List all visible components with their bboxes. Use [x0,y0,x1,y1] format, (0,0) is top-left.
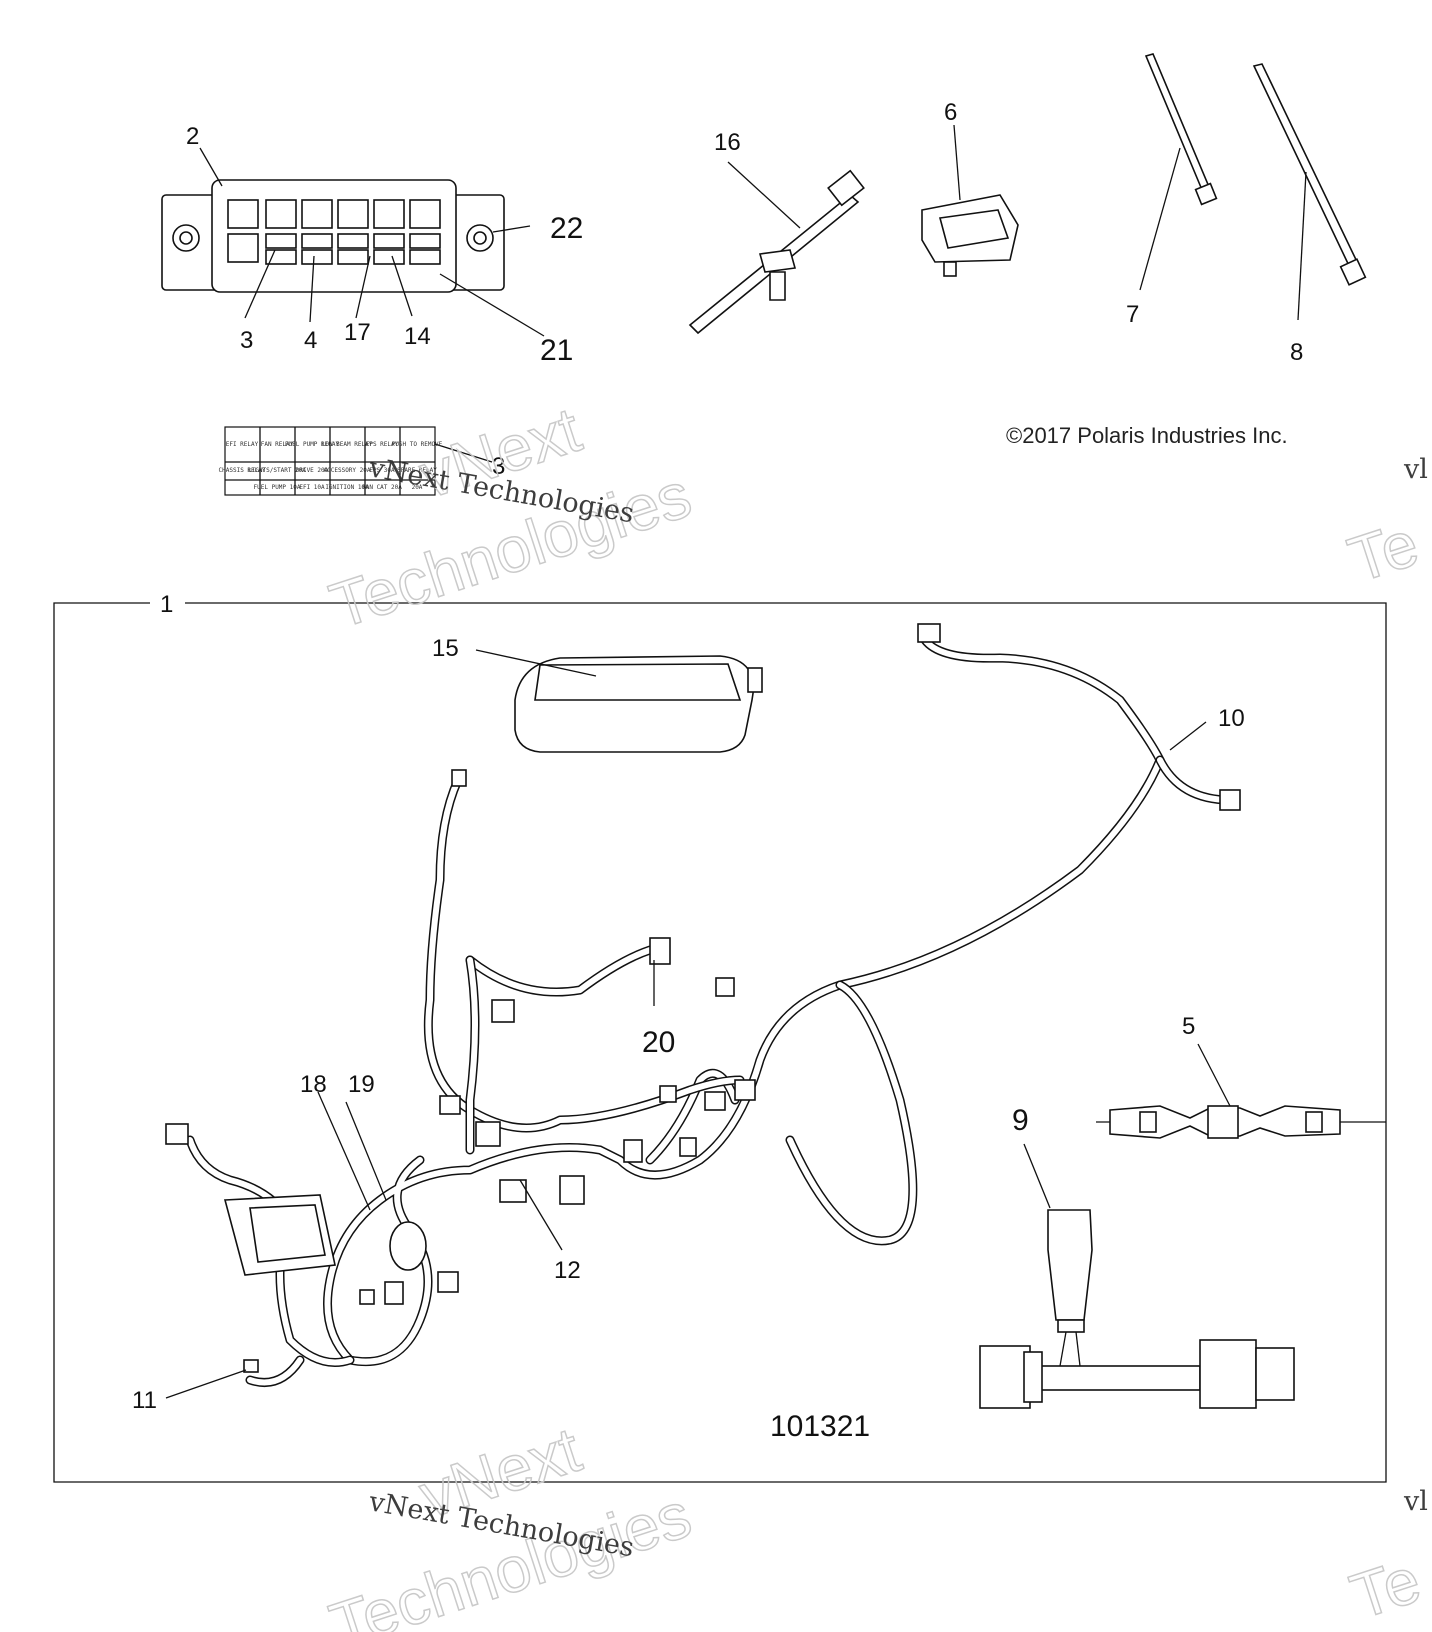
decal-cell: EFI RELAY [226,441,259,448]
decal-cell: SPARE RELAY [397,467,437,474]
callout-labels: 2 22 3 4 17 14 21 3 16 6 7 8 1 15 10 20 … [132,99,1303,1414]
callout-19: 19 [348,1071,375,1098]
callout-10: 10 [1218,705,1245,732]
harness-fuse-box [223,1194,336,1276]
callout-3-decal: 3 [492,453,505,480]
decal-cell: IGNITION 10A [325,484,369,491]
decal-cell: LOW BEAM RELAY [322,441,373,448]
watermark-edge-vl-top: vl [1403,454,1428,485]
adapter-harness-9 [979,1209,1295,1409]
module-15 [475,649,763,753]
decal-cell: FUEL PUMP 10A [254,484,301,491]
decal-cell: 20A [412,484,423,491]
decal-cell: FAN CAT 20A [362,484,402,491]
callout-7: 7 [1126,301,1139,328]
decal-cell: ACCESSORY 20A [324,467,371,474]
leader-lines [165,721,1231,1399]
decal-cell: EFI 10A [299,484,325,491]
diagram-number: 101321 [770,1410,870,1443]
watermark-edge-te-bottom: Te [1342,1544,1429,1632]
watermark-edge-vl-bottom: vl [1403,1486,1428,1517]
fuse-box-assembly [161,147,545,337]
callout-11: 11 [132,1387,157,1414]
callout-4: 4 [304,327,317,354]
decal-cell: FAN RELAY [261,441,294,448]
callout-8: 8 [1290,339,1303,366]
callout-5: 5 [1182,1013,1195,1040]
decal-cell: DRIVE 20A [296,467,329,474]
callout-20: 20 [642,1026,675,1059]
cable-tie-8 [1252,63,1367,321]
callout-21: 21 [540,334,573,367]
watermarks: vNext Technologies vNext Technologies vN… [321,392,1430,1632]
fuse-label-decal [224,426,493,496]
harness-connectors [165,623,1241,1373]
callout-17: 17 [344,319,371,346]
callout-16: 16 [714,129,741,156]
decal-cell: LIGHTS/START 20A [248,467,306,474]
harness-assembly-frame [53,602,1387,1483]
callout-2: 2 [186,123,199,150]
callout-3: 3 [240,327,253,354]
decal-cell: EPS RELAY [366,441,399,448]
callout-18: 18 [300,1071,327,1098]
copyright-notice: ©2017 Polaris Industries Inc. [1006,423,1288,448]
callout-9: 9 [1012,1104,1029,1137]
callout-15: 15 [432,635,459,662]
callout-12: 12 [554,1257,581,1284]
callout-6: 6 [944,99,957,126]
inline-fuse-holder-5 [1096,1105,1386,1139]
relay-sockets [227,199,441,265]
connector-clip-6 [921,124,1019,277]
decal-cell: CHASSIS RELAY [219,467,266,474]
decal-cell: FUEL PUMP RELAY [285,441,340,448]
callout-14: 14 [404,323,431,350]
cable-tie-7 [1139,53,1218,291]
decal-cell: EPS 30A [369,467,395,474]
decal-cell: PUSH TO REMOVE [392,441,443,448]
callout-22: 22 [550,212,583,245]
watermark-edge-te-top: Te [1340,507,1427,596]
callout-1: 1 [160,591,173,618]
cable-tie-clip-16 [688,161,865,335]
